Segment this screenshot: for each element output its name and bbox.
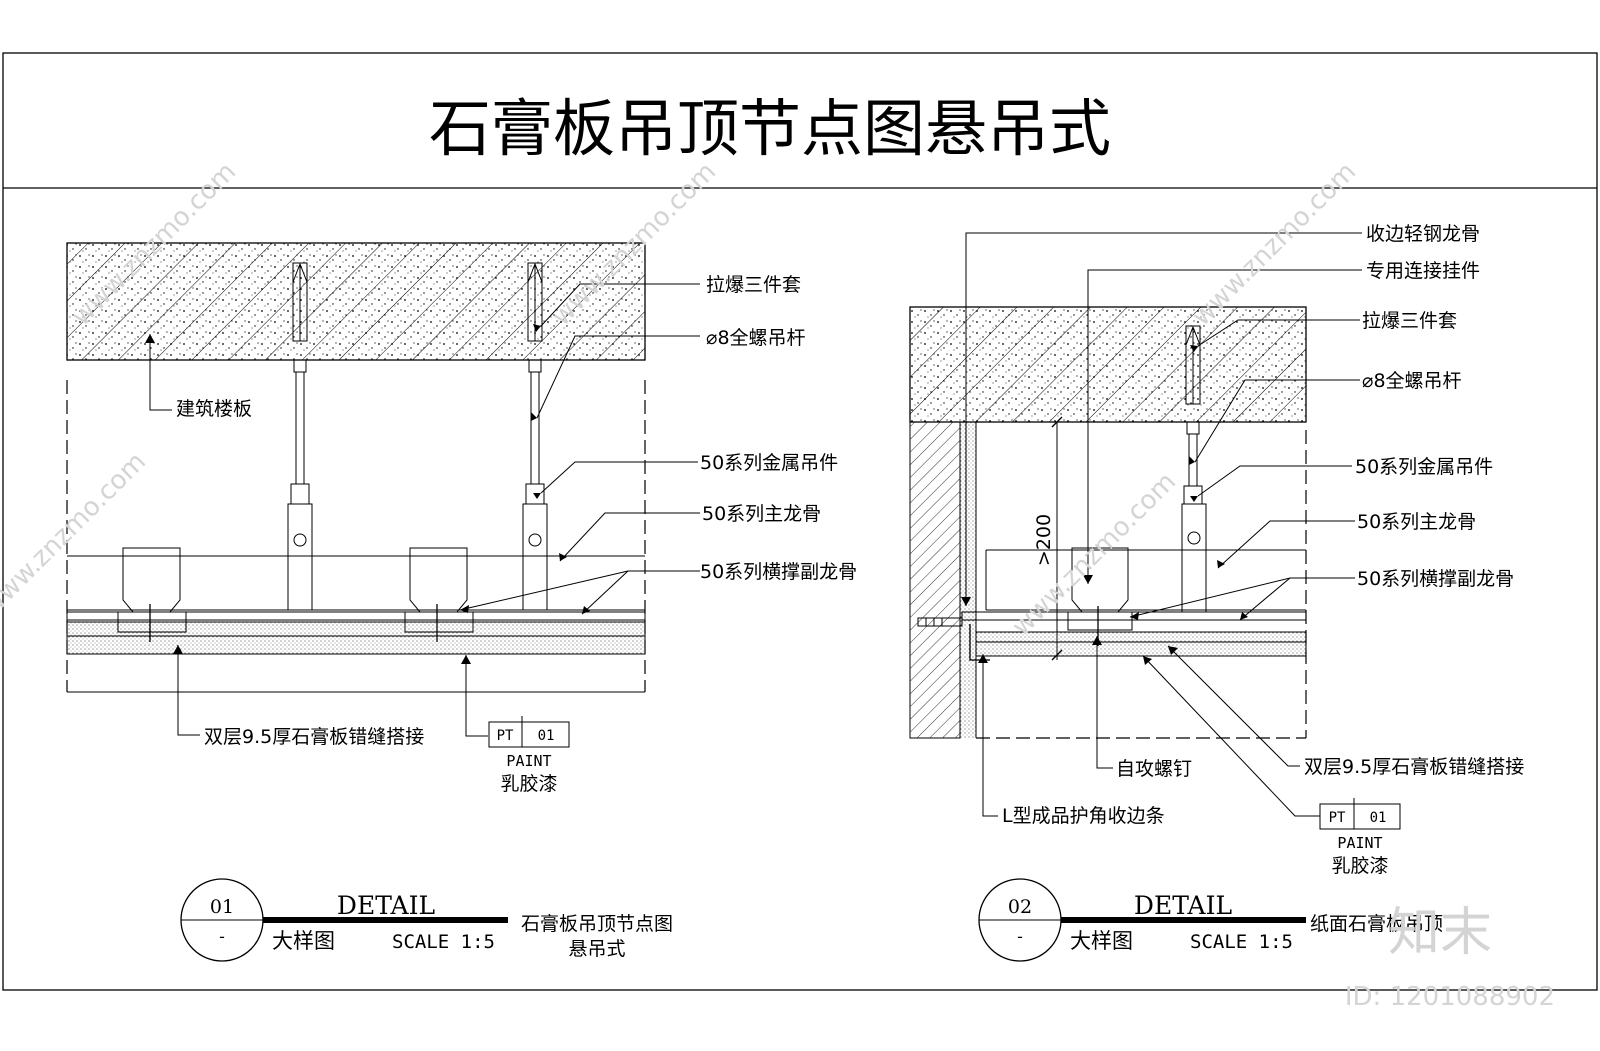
svg-text:www.znzmo.com: www.znzmo.com [0, 447, 152, 622]
svg-text:纸面石膏板吊顶: 纸面石膏板吊顶 [1310, 912, 1443, 935]
svg-text:>200: >200 [1033, 514, 1055, 566]
gypsum-board-layers [66, 621, 646, 655]
label-screw: 自攻螺钉 [1116, 758, 1192, 780]
label-gypsum-board-02: 双层9.5厚石膏板错缝搭接 [1304, 755, 1524, 778]
watermark-id: ID: 1201088902 [1345, 982, 1555, 1012]
dimension-200: >200 [1033, 416, 1063, 661]
label-metal-hanger: 50系列金属吊件 [700, 452, 838, 474]
svg-text:01: 01 [1370, 810, 1387, 826]
label-gypsum-board: 双层9.5厚石膏板错缝搭接 [204, 725, 424, 748]
label-edge-keel: 收边轻钢龙骨 [1366, 223, 1480, 245]
cross-keel-profile-left [117, 547, 187, 633]
svg-text:01: 01 [210, 896, 234, 918]
svg-text:大样图: 大样图 [272, 929, 335, 953]
label-threaded-rod: ⌀8全螺吊杆 [706, 327, 806, 349]
label-main-keel: 50系列主龙骨 [702, 503, 821, 525]
svg-text:www.znzmo.com: www.znzmo.com [1187, 157, 1362, 332]
wall-bolt [917, 617, 963, 627]
label-metal-hanger-02: 50系列金属吊件 [1355, 456, 1493, 478]
detail-02: >200 [909, 223, 1524, 962]
svg-text:01: 01 [538, 728, 555, 744]
label-anchor-set-02: 拉爆三件套 [1362, 310, 1457, 332]
threaded-rod-02 [1186, 421, 1200, 487]
svg-text:DETAIL: DETAIL [1134, 891, 1232, 920]
detail-caption-02: 02 - DETAIL 大样图 SCALE 1:5 纸面石膏板吊顶 [978, 878, 1443, 962]
svg-text:悬吊式: 悬吊式 [568, 938, 625, 960]
gypsum-board-layers-02 [975, 631, 1307, 657]
svg-text:PT: PT [497, 728, 514, 744]
svg-text:乳胶漆: 乳胶漆 [1331, 855, 1388, 877]
svg-text:-: - [219, 927, 225, 947]
side-wall [909, 421, 977, 739]
label-main-keel-02: 50系列主龙骨 [1357, 511, 1476, 533]
svg-text:PT: PT [1329, 810, 1346, 826]
leader-lines-01 [149, 283, 700, 737]
leader-arrows-02 [961, 345, 1248, 665]
leader-arrows-01 [145, 324, 590, 664]
svg-text:DETAIL: DETAIL [337, 891, 435, 920]
threaded-rod-right [528, 359, 542, 485]
edge-keel-02 [961, 611, 1307, 621]
detail-caption-01: 01 - DETAIL 大样图 SCALE 1:5 石膏板吊顶节点图 悬吊式 [180, 878, 673, 962]
label-threaded-rod-02: ⌀8全螺吊杆 [1362, 370, 1462, 392]
cross-keel-profile-right [404, 547, 474, 633]
label-building-slab: 建筑楼板 [176, 398, 252, 420]
threaded-rod-left [293, 359, 307, 485]
expansion-anchor-left [292, 262, 308, 342]
label-l-strip: L型成品护角收边条 [1002, 805, 1165, 827]
paint-tag-02: PT 01 PAINT 乳胶漆 [1319, 798, 1401, 877]
svg-text:-: - [1017, 927, 1023, 947]
svg-text:PAINT: PAINT [1337, 834, 1382, 852]
cross-keel-strip [66, 611, 646, 621]
svg-text:石膏板吊顶节点图: 石膏板吊顶节点图 [521, 912, 673, 935]
building-slab [66, 242, 646, 361]
svg-text:SCALE 1:5: SCALE 1:5 [392, 931, 495, 953]
label-anchor-set: 拉爆三件套 [706, 274, 801, 296]
detail-01: 拉爆三件套 ⌀8全螺吊杆 建筑楼板 50系列金属吊件 50系列主龙骨 50系列横… [66, 242, 857, 962]
watermark-logo: 知末 [1388, 903, 1492, 963]
svg-text:SCALE 1:5: SCALE 1:5 [1190, 931, 1293, 953]
label-connector: 专用连接挂件 [1366, 260, 1480, 282]
svg-text:02: 02 [1008, 896, 1032, 918]
svg-text:乳胶漆: 乳胶漆 [500, 773, 557, 795]
leader-lines-02 [965, 232, 1362, 817]
sheet-title: 石膏板吊顶节点图悬吊式 [429, 92, 1111, 165]
metal-hanger-left [287, 483, 313, 611]
paint-tag-01: PT 01 PAINT 乳胶漆 [488, 716, 570, 795]
svg-text:大样图: 大样图 [1070, 929, 1133, 953]
expansion-anchor-02 [1185, 325, 1201, 405]
svg-text:PAINT: PAINT [506, 752, 551, 770]
label-cross-keel: 50系列横撑副龙骨 [700, 561, 857, 583]
sheet-border [2, 52, 1598, 991]
metal-hanger-02 [1181, 485, 1207, 613]
building-slab-02 [909, 306, 1307, 423]
label-cross-keel-02: 50系列横撑副龙骨 [1357, 568, 1514, 590]
